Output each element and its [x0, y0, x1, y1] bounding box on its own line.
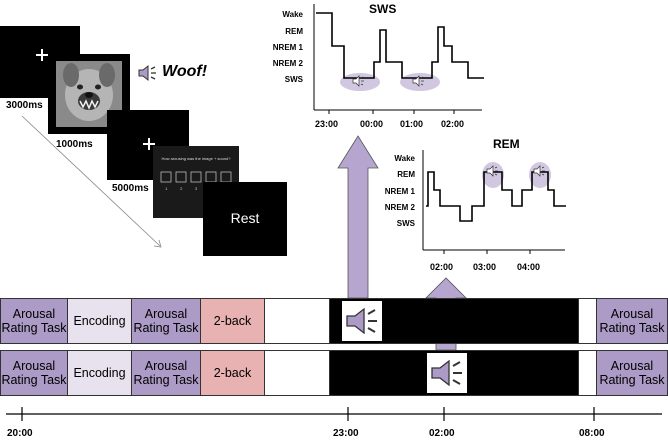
rem-stage-sws: SWS [396, 219, 415, 228]
sws-tick-2300: 23:00 [315, 119, 339, 129]
timeline-label-2000: 20:00 [7, 428, 33, 439]
fixation-duration-label: 3000ms [6, 100, 43, 111]
encoding-block: Encoding [67, 350, 132, 396]
sws-tick-0000: 00:00 [360, 119, 384, 129]
gap-block [264, 350, 330, 396]
sws-tick-0100: 01:00 [400, 119, 424, 129]
sws-tick-0200: 02:00 [441, 119, 465, 129]
arousal-task-morning: Arousal Rating Task [596, 350, 668, 396]
sound-cue-box [342, 301, 382, 341]
speaker-icon [486, 165, 498, 177]
sws-stage-nrem2: NREM 2 [272, 59, 303, 68]
sleep-block [329, 298, 579, 344]
twoback-block: 2-back [200, 298, 265, 344]
sound-text: Woof! [162, 63, 208, 80]
rest-label: Rest [230, 210, 260, 226]
fixation-cross-vertical [148, 138, 150, 150]
rem-tick-0200: 02:00 [430, 262, 454, 272]
sws-stage-wake: Wake [282, 10, 303, 19]
twoback-block: 2-back [200, 350, 265, 396]
rem-stage-wake: Wake [394, 154, 415, 163]
rem-tick-0300: 03:00 [473, 262, 497, 272]
rem-stage-nrem1: NREM 1 [384, 187, 415, 196]
speaker-icon [346, 308, 377, 334]
rest-screen: Rest [203, 182, 287, 256]
blank-duration-label: 5000ms [112, 183, 149, 194]
rem-stage-nrem2: NREM 2 [384, 203, 415, 212]
speaker-icon [533, 165, 545, 177]
speaker-icon [431, 360, 462, 386]
image-duration-label: 1000ms [56, 139, 93, 150]
timeline-label-0800: 08:00 [579, 428, 605, 439]
sws-hypnogram-line [316, 12, 484, 79]
rem-hypnogram-title: REM [493, 137, 520, 151]
speaker-icon [138, 64, 156, 82]
rating-scale-icons [160, 171, 232, 183]
image-screen [48, 54, 130, 134]
encoding-block: Encoding [67, 298, 132, 344]
arousal-task-evening: Arousal Rating Task [0, 298, 68, 344]
fixation-cross-vertical [41, 49, 43, 61]
speaker-icon [412, 75, 424, 87]
sws-stage-nrem1: NREM 1 [272, 43, 303, 52]
arousal-task-evening: Arousal Rating Task [0, 350, 68, 396]
rem-tick-0400: 04:00 [517, 262, 541, 272]
sws-hypnogram-title: SWS [369, 2, 397, 16]
rating-2: 2 [180, 186, 183, 191]
rem-stage-rem: REM [397, 170, 415, 179]
sws-stage-rem: REM [285, 27, 303, 36]
rating-question: How arousing was the image + sound? [161, 156, 231, 161]
schedule-row-rem: Arousal Rating Task Encoding Arousal Rat… [0, 350, 668, 398]
sound-cue-box [427, 353, 467, 393]
rating-1: 1 [165, 186, 168, 191]
rating-3: 3 [194, 186, 198, 191]
timeline-label-2300: 23:00 [333, 428, 359, 439]
speaker-icon [352, 75, 364, 87]
gap-block [264, 298, 330, 344]
timeline-label-0200: 02:00 [429, 428, 455, 439]
sws-stage-sws: SWS [284, 75, 303, 84]
arousal-task-morning: Arousal Rating Task [596, 298, 668, 344]
schedule-row-sws: Arousal Rating Task Encoding Arousal Rat… [0, 298, 668, 346]
